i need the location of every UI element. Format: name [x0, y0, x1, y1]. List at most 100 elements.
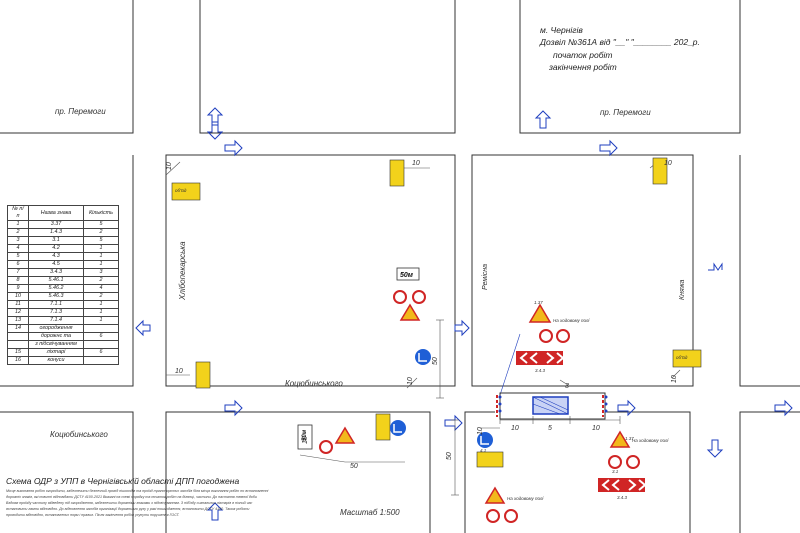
sign-137-label-2: 1.37 — [625, 436, 634, 441]
detour-sign-6 — [375, 413, 391, 441]
legend-cell: 1 — [83, 300, 119, 309]
end-works-label: закінчення робіт — [549, 62, 617, 72]
legend-cell: 5.46.2 — [28, 284, 84, 293]
sign-343-label-1: 3.4.3 — [535, 368, 546, 373]
street-kotsiubynskoho-road: Коцюбинського — [50, 430, 108, 439]
distance-plates — [297, 267, 420, 450]
legend-header-row: № п/п Назва знака Кількість — [7, 205, 119, 221]
legend-cell: 1 — [7, 220, 29, 229]
legend-cell: 6 — [83, 348, 119, 357]
chevron-boards — [516, 351, 647, 492]
note-line: дорожніх знаків, які повинні відповідати… — [6, 495, 257, 499]
block-bottom-middle-right — [464, 411, 495, 533]
legend-cell: 1 — [83, 308, 119, 317]
detour-signs — [171, 157, 702, 468]
arrow-right-bottom-2 — [617, 399, 636, 417]
legend-cell: 4.5 — [28, 260, 84, 269]
note-line: проводити відповідно, встановлених норм … — [6, 513, 180, 517]
distance-plate-text-1: 50м — [400, 272, 414, 279]
legend-cell — [83, 356, 119, 365]
legend-cell — [7, 332, 29, 341]
legend-cell: 7 — [7, 268, 29, 277]
legend-cell: з підсвічуванням — [28, 340, 84, 349]
dim-50b: 50 — [446, 452, 453, 460]
legend-cell: 1 — [83, 316, 119, 325]
legend-cell: 5 — [83, 220, 119, 229]
street-khliborobska: Хлібопекарська — [178, 241, 187, 301]
legend-cell: 6 — [83, 332, 119, 341]
dim-10f: 10 — [671, 375, 678, 383]
block-left — [0, 155, 134, 387]
legend-cell: 12 — [7, 308, 29, 317]
legend-cell: 13 — [7, 316, 29, 325]
dim-10h: 10 — [592, 425, 600, 432]
legend-cell: 3 — [7, 236, 29, 245]
legend-cell: 15 — [7, 348, 29, 357]
legend-cell: 3.1 — [28, 236, 84, 245]
dim-50a: 50 — [432, 357, 439, 365]
detour-sign-4 — [195, 361, 211, 389]
dim-10g: 10 — [511, 425, 519, 432]
legend-cell: ліхтарі — [28, 348, 84, 357]
dimension-lines — [165, 159, 681, 496]
dim-10e: 10 — [407, 377, 414, 385]
street-kniazha: Княжа — [679, 279, 686, 300]
on-repair-label-2: На ходовому полі — [632, 438, 669, 443]
legend-cell: 7.1.4 — [28, 316, 84, 325]
legend-cell: 4.2 — [28, 244, 84, 253]
note-line: встановити лампи відповідно. До відновле… — [6, 507, 250, 511]
detour-sign-2 — [389, 159, 405, 187]
roadworks-signs — [334, 303, 631, 504]
mandatory-signs — [390, 349, 493, 448]
street-peremohy-left: пр. Перемоги — [55, 107, 106, 116]
distance-plate-text-2: 50м — [302, 429, 308, 441]
legend-cell: 8 — [7, 276, 29, 285]
legend-cell: 3.4.3 — [28, 268, 84, 277]
legend-cell: 4 — [7, 244, 29, 253]
detour-label-5: об'їзд — [676, 355, 688, 360]
street-kotsiubynskoho-block: Коцюбинського — [285, 379, 343, 388]
legend-cell: 2 — [83, 276, 119, 285]
block-top-middle — [199, 0, 456, 134]
dim-10j: 10 — [302, 436, 309, 444]
sign-343-label-2: 3.4.3 — [617, 495, 628, 500]
direction-arrows — [135, 107, 793, 521]
start-works-label: початок робіт — [553, 50, 613, 60]
legend-cell — [83, 340, 119, 349]
note-line: Місце виконання робіт огородити, забезпе… — [6, 489, 269, 493]
legend-cell: 1.4.3 — [28, 228, 84, 237]
arrow-down-1 — [206, 121, 224, 140]
block-center-left — [165, 154, 456, 387]
permit-label: Дозвіл №361А від "__" "________ 202_р. — [540, 37, 700, 47]
arrow-down-br — [706, 439, 724, 458]
legend-cell: огородження — [28, 324, 84, 333]
arrow-left-mid — [135, 319, 151, 337]
legend-cell: дорожнє та — [28, 332, 84, 341]
street-peremohy-right: пр. Перемоги — [600, 108, 651, 117]
detour-sign-3 — [652, 157, 668, 185]
arrow-right-top-2 — [599, 139, 618, 157]
legend-header-cell: Назва знака — [28, 205, 84, 221]
legend-cell: 3.37 — [28, 220, 84, 229]
block-center-right — [471, 154, 694, 387]
detour-sign-7 — [476, 451, 504, 468]
block-bottom-middle — [165, 411, 431, 533]
block-top-left — [0, 0, 134, 134]
legend-cell: 5.46.1 — [28, 276, 84, 285]
legend-header-cell: № п/п — [7, 205, 29, 221]
legend-cell: 7.1.1 — [28, 300, 84, 309]
legend-cell: 11 — [7, 300, 29, 309]
